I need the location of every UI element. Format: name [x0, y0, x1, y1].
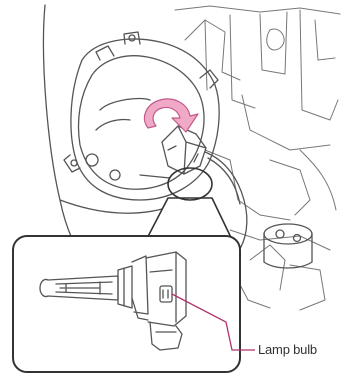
lamp-bulb-label: Lamp bulb [258, 342, 317, 357]
headlight-shell [43, 5, 90, 268]
rotation-arrow [144, 99, 198, 132]
bulb-socket [162, 126, 206, 174]
inset-box [13, 236, 240, 372]
